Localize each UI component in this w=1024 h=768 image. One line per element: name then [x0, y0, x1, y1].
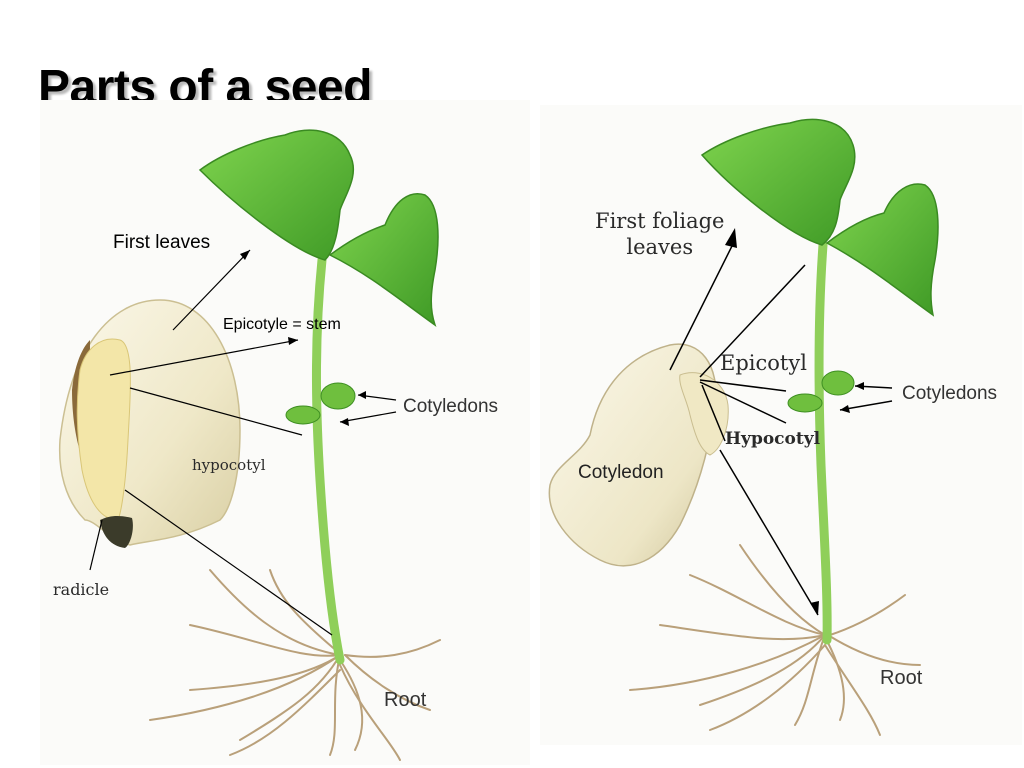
label-epicotyle-stem: Epicotyle = stem — [223, 316, 341, 333]
label-first-foliage-line1: First foliage — [595, 209, 725, 233]
label-cotyledons-right: Cotyledons — [902, 383, 998, 404]
right-leader-lines — [669, 239, 893, 616]
label-first-foliage-leaves: First foliage leaves — [595, 208, 724, 260]
cotyledon-right — [821, 370, 855, 396]
bean-seed — [548, 343, 729, 567]
label-hypocotyl-right: Hypocotyl — [725, 429, 821, 449]
right-arrowheads — [725, 228, 864, 615]
seed-cross-section — [58, 299, 241, 548]
first-foliage-leaf-left — [700, 118, 856, 246]
label-root-left: Root — [384, 689, 427, 711]
left-arrowheads — [240, 250, 366, 426]
cotyledon-left — [285, 405, 321, 425]
stem — [814, 240, 832, 645]
label-hypocotyl-left: hypocotyl — [192, 456, 266, 474]
right-seedling-illustration — [540, 105, 1022, 745]
label-radicle: radicle — [53, 580, 110, 599]
cotyledon-right — [320, 382, 356, 410]
label-cotyledon: Cotyledon — [578, 462, 664, 483]
first-leaf-left — [198, 129, 355, 261]
first-leaf-right — [328, 193, 439, 327]
left-seedling-illustration — [40, 100, 530, 765]
cotyledon-left — [787, 393, 823, 413]
root-system — [629, 544, 921, 736]
label-root-right: Root — [880, 667, 923, 689]
left-leader-lines — [89, 249, 397, 636]
right-seedling-diagram: First foliage leaves Epicotyl Cotyledons… — [540, 105, 1022, 745]
label-first-foliage-line2: leaves — [626, 235, 694, 259]
root-system — [149, 569, 441, 761]
label-first-leaves: First leaves — [113, 232, 211, 253]
stem — [311, 255, 345, 665]
label-epicotyl: Epicotyl — [720, 351, 807, 375]
label-cotyledons-left: Cotyledons — [403, 396, 499, 417]
left-seedling-diagram: First leaves Epicotyle = stem Cotyledons… — [40, 100, 530, 765]
first-foliage-leaf-right — [825, 183, 939, 317]
